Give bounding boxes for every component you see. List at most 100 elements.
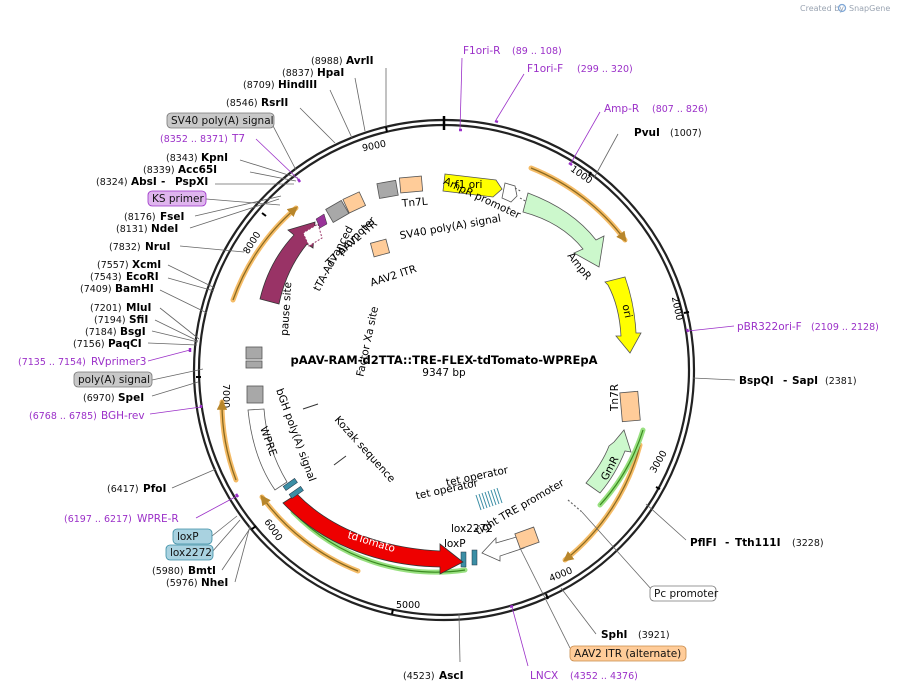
svg-text:(8709): (8709) [243,80,275,91]
site-paqci[interactable]: (7156) PaqCI [73,338,142,350]
svg-text:(7184): (7184) [85,327,117,338]
svg-text:PvuI: PvuI [634,127,660,139]
svg-text:(299 .. 320): (299 .. 320) [577,64,633,75]
site-sfii[interactable]: (7194) SfiI [94,314,148,326]
svg-text:PspXI: PspXI [175,176,208,188]
site-absi-pspxi[interactable]: (8324) AbsI - PspXI [96,176,208,188]
svg-text:MluI: MluI [126,302,151,314]
site-ndei[interactable]: (8131) NdeI [116,223,178,235]
svg-text:-: - [725,537,729,549]
svg-text:NruI: NruI [145,241,170,253]
feature-tet-operator[interactable]: tet operator tet operator [415,464,510,511]
sv40-inner-label: SV40 poly(A) signal [399,212,502,242]
svg-text:BspQI: BspQI [739,375,774,387]
feature-f1-ori[interactable]: f1 ori [442,173,503,198]
site-pflfi-tth111i[interactable]: PflFI - Tth111I (3228) [690,537,824,549]
svg-text:SpeI: SpeI [118,392,144,404]
feature-pause-site[interactable]: pause site [245,282,295,369]
svg-text:WPRE-R: WPRE-R [137,513,179,525]
svg-text:-: - [161,176,165,188]
svg-text:F1ori-F: F1ori-F [527,63,563,75]
site-xcmi[interactable]: (7557) XcmI [97,259,161,271]
feature-wpre[interactable]: WPRE [247,408,288,491]
tag-aav2-itr-alt[interactable]: AAV2 ITR (alternate) [569,645,687,662]
site-kpni[interactable]: (8343) KpnI [166,152,228,164]
svg-text:(89 .. 108): (89 .. 108) [512,46,562,57]
primer-amp-r[interactable]: Amp-R (807 .. 826) [604,103,708,115]
site-fsei[interactable]: (8176) FseI [124,211,184,223]
site-hpai[interactable]: (8837) HpaI [282,67,344,79]
primer-lncx[interactable]: LNCX (4352 .. 4376) [530,670,638,682]
tag-ks-primer[interactable]: KS primer [147,190,207,207]
primer-wpre-r[interactable]: (6197 .. 6217) WPRE-R [64,513,179,525]
tick-label: 8000 [241,230,263,256]
site-sphi[interactable]: SphI (3921) [601,629,670,641]
tag-sv40-polya[interactable]: SV40 poly(A) signal [166,112,275,129]
svg-text:poly(A) signal: poly(A) signal [78,374,150,386]
site-bamhi[interactable]: (7409) BamHI [80,283,154,295]
svg-text:(7832): (7832) [109,242,141,253]
primer-t7[interactable]: (8352 .. 8371) T7 [160,133,245,145]
svg-text:RsrII: RsrII [261,97,288,109]
svg-text:(8324): (8324) [96,177,128,188]
tag-leaders [151,121,653,649]
feature-tn7r[interactable]: Tn7R [609,384,641,423]
svg-text:(2109 .. 2128): (2109 .. 2128) [811,322,879,333]
lox2272-inner-label: lox2272 [451,523,493,535]
pause-site-label: pause site [279,282,295,337]
svg-text:BamHI: BamHI [115,283,154,295]
site-rsrii[interactable]: (8546) RsrII [226,97,288,109]
svg-text:PfoI: PfoI [143,483,166,495]
tag-pc-promoter[interactable]: Pc promoter [649,585,719,602]
site-pvui[interactable]: PvuI (1007) [634,127,702,139]
primer-f1ori-r[interactable]: F1ori-R (89 .. 108) [463,45,562,57]
svg-text:(8546): (8546) [226,98,258,109]
site-nhei[interactable]: (5976) NheI [166,577,228,589]
tick-9000: 9000 [361,126,388,154]
feature-lox-sites[interactable]: loxP lox2272 [444,523,493,568]
svg-text:SV40 poly(A) signal: SV40 poly(A) signal [171,115,274,127]
svg-text:FseI: FseI [160,211,184,223]
site-asci[interactable]: (4523) AscI [403,670,464,682]
primer-f1ori-f[interactable]: F1ori-F (299 .. 320) [527,63,633,75]
svg-text:AbsI: AbsI [131,176,157,188]
tag-lox2272[interactable]: lox2272 [165,544,214,561]
svg-text:BmtI: BmtI [188,565,216,577]
site-pfoi[interactable]: (6417) PfoI [107,483,166,495]
primer-rvprimer3[interactable]: (7135 .. 7154) RVprimer3 [18,356,147,368]
feature-kozak: Kozak sequence [332,414,398,485]
site-spei[interactable]: (6970) SpeI [83,392,144,404]
svg-text:lox2272: lox2272 [170,547,212,559]
site-acc65i[interactable]: (8339) Acc65I [143,164,217,176]
svg-text:HindIII: HindIII [278,79,317,91]
feature-aav2-itr-alt-box[interactable] [514,526,540,550]
tag-loxp[interactable]: loxP [172,528,213,545]
svg-text:loxP: loxP [177,531,199,543]
site-srui[interactable]: (7832) NruI [109,241,170,253]
site-bsgi[interactable]: (7184) BsgI [85,326,146,338]
site-bspqi-sapi[interactable]: BspQI - SapI (2381) [739,375,857,387]
primer-bgh-rev[interactable]: (6768 .. 6785) BGH-rev [29,410,145,422]
tag-polya[interactable]: poly(A) signal [73,371,153,388]
site-mlui[interactable]: (7201) MluI [90,302,151,314]
feature-ori[interactable]: ori [604,276,642,354]
svg-text:PaqCI: PaqCI [108,338,142,350]
site-ecori[interactable]: (7543) EcoRI [90,271,159,283]
svg-text:(5976): (5976) [166,578,198,589]
tn7l-label: Tn7L [401,196,429,210]
primer-pbr322ori-f[interactable]: pBR322ori-F (2109 .. 2128) [737,321,879,333]
feature-tetr[interactable]: TetR tTA-Advanced [259,221,356,305]
svg-text:SapI: SapI [792,375,818,387]
svg-text:Pc promoter: Pc promoter [654,588,719,600]
feature-aav2-itr-2[interactable]: AAV2 ITR [369,238,418,289]
feature-lox-left[interactable] [282,477,304,499]
site-hindiii[interactable]: (8709) HindIII [243,79,317,91]
svg-text:Tth111I: Tth111I [735,537,780,549]
site-bmti[interactable]: (5980) BmtI [152,565,216,577]
tick-7000: 7000 [196,376,231,408]
site-avrii[interactable]: (8988) AvrII [311,55,374,67]
svg-text:AscI: AscI [439,670,464,682]
svg-text:AAV2 ITR (alternate): AAV2 ITR (alternate) [574,648,681,660]
svg-text:(807 .. 826): (807 .. 826) [652,104,708,115]
